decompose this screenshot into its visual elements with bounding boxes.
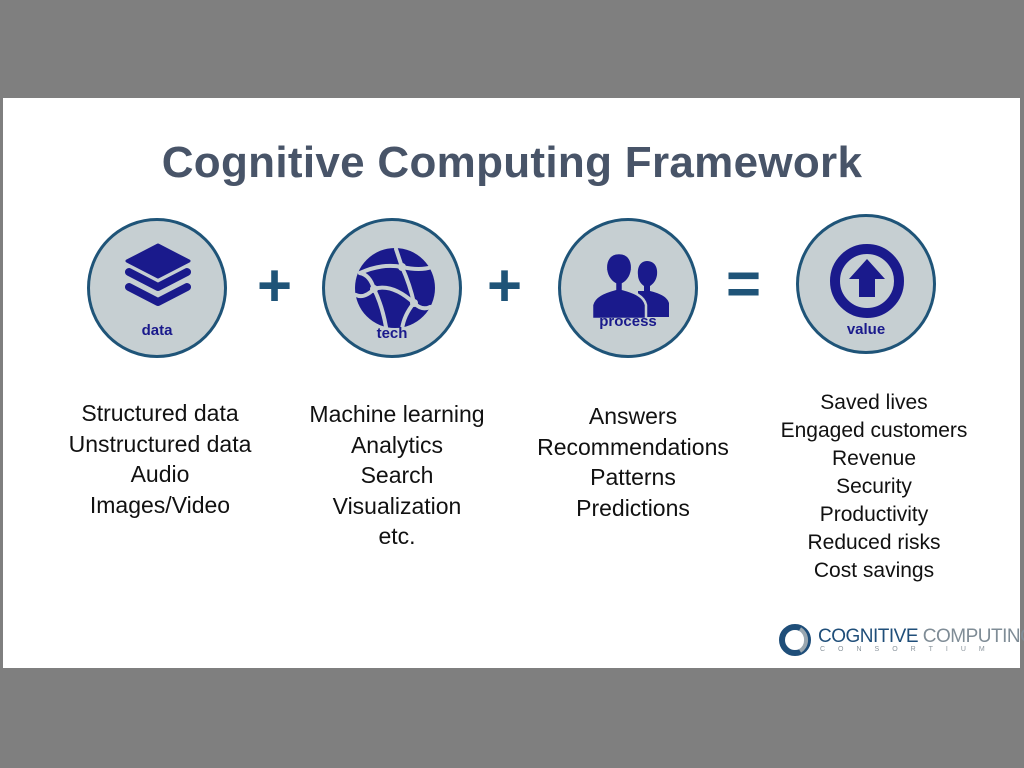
- list-item: Images/Video: [89, 491, 231, 518]
- process-label: process: [599, 313, 657, 330]
- list-item: Recommendations: [537, 433, 729, 460]
- list-item: Saved lives: [820, 391, 928, 414]
- equals-operator: =: [726, 250, 762, 317]
- process-circle: process: [558, 218, 698, 358]
- list-item: Analytics: [350, 431, 444, 458]
- list-item: Visualization: [332, 492, 462, 519]
- logo-word-cognitive: COGNITIVE: [818, 626, 919, 647]
- process-items-list: Answers Recommendations Patterns Predict…: [513, 401, 753, 523]
- plus-operator: +: [487, 252, 523, 319]
- tech-label: tech: [376, 325, 408, 342]
- layers-icon: [125, 243, 191, 306]
- value-circle: value: [796, 214, 936, 354]
- list-item: Cost savings: [813, 559, 935, 582]
- people-icon: [592, 251, 669, 321]
- tech-circle: tech: [322, 218, 462, 358]
- up-arrow-circle-icon: [830, 244, 904, 318]
- list-item: Unstructured data: [68, 430, 252, 457]
- data-circle: data: [87, 218, 227, 358]
- list-item: Patterns: [590, 464, 676, 490]
- value-items-list: Saved lives Engaged customers Revenue Se…: [754, 389, 994, 585]
- list-item: Answers: [588, 403, 678, 429]
- tech-items-list: Machine learning Analytics Search Visual…: [277, 399, 517, 552]
- list-item: Search: [360, 462, 434, 488]
- list-item: Machine learning: [309, 401, 485, 427]
- list-item: Reduced risks: [807, 531, 941, 554]
- plus-operator: +: [257, 252, 293, 319]
- value-label: value: [846, 321, 886, 338]
- list-item: Audio: [130, 461, 190, 487]
- list-item: Structured data: [81, 400, 239, 426]
- logo-subtitle: CONSORTIUM: [820, 646, 998, 653]
- list-item: etc.: [378, 523, 416, 549]
- data-label: data: [141, 322, 173, 339]
- list-item: Security: [836, 475, 912, 498]
- slide-title: Cognitive Computing Framework: [161, 138, 863, 187]
- data-items-list: Structured data Unstructured data Audio …: [40, 398, 280, 520]
- slide: [3, 98, 1020, 668]
- logo-word-computing: COMPUTING: [922, 626, 1024, 647]
- globe-network-icon: [354, 247, 435, 331]
- consortium-logo: COGNITIVE COMPUTING CONSORTIUM: [778, 620, 1024, 660]
- ring-logo-icon: [779, 624, 811, 656]
- list-item: Productivity: [819, 503, 929, 526]
- list-item: Predictions: [576, 494, 690, 521]
- list-item: Revenue: [831, 447, 917, 470]
- list-item: Engaged customers: [780, 419, 968, 442]
